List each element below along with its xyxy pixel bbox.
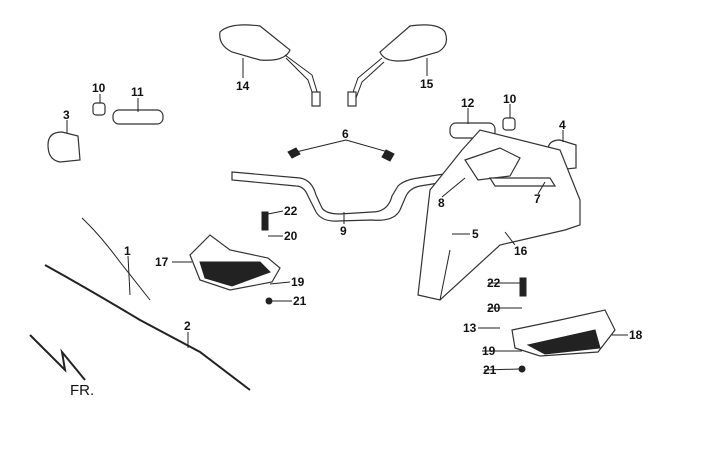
cover-16: [417, 129, 581, 301]
bolts: [287, 147, 395, 162]
callout-2: 2: [184, 319, 191, 333]
callout-20: 20: [284, 229, 298, 243]
callout-19: 19: [291, 275, 305, 289]
lever: [488, 177, 557, 187]
switch-left: [47, 131, 81, 163]
callout-5: 5: [472, 227, 479, 241]
callout-12: 12: [461, 96, 475, 110]
callout-7: 7: [534, 192, 541, 206]
direction-label: FR.: [70, 382, 94, 399]
right-mirror: [347, 24, 448, 107]
left-mirror: [219, 24, 321, 107]
callout-6: 6: [342, 127, 349, 141]
callout-14: 14: [236, 79, 250, 93]
callout-9: 9: [340, 224, 347, 238]
callout-19b: 19: [482, 344, 496, 358]
callout-1: 1: [124, 244, 131, 258]
callout-11: 11: [131, 85, 144, 99]
callout-13: 13: [463, 321, 477, 335]
callout-18: 18: [629, 328, 643, 342]
callout-15: 15: [420, 77, 434, 91]
front-arrow-icon: [29, 334, 86, 381]
grip-end-right: [502, 117, 516, 131]
bolt-22b: [519, 277, 527, 297]
cable-2: [44, 264, 251, 391]
grip-left: [112, 109, 164, 125]
callout-8: 8: [438, 196, 445, 210]
bolt-22: [261, 211, 269, 231]
callout-21b: 21: [483, 363, 497, 377]
cable-5: [439, 249, 451, 301]
cable-1: [81, 217, 151, 301]
callout-16: 16: [514, 244, 528, 258]
callout-4: 4: [559, 118, 566, 132]
grip-end-left: [92, 102, 106, 116]
callout-20b: 20: [487, 301, 501, 315]
callout-21: 21: [293, 294, 307, 308]
callout-22: 22: [284, 204, 298, 218]
callout-10b: 10: [503, 92, 517, 106]
callout-3: 3: [63, 108, 70, 122]
callout-17: 17: [155, 255, 169, 269]
callout-22b: 22: [487, 276, 501, 290]
callout-10: 10: [92, 81, 106, 95]
